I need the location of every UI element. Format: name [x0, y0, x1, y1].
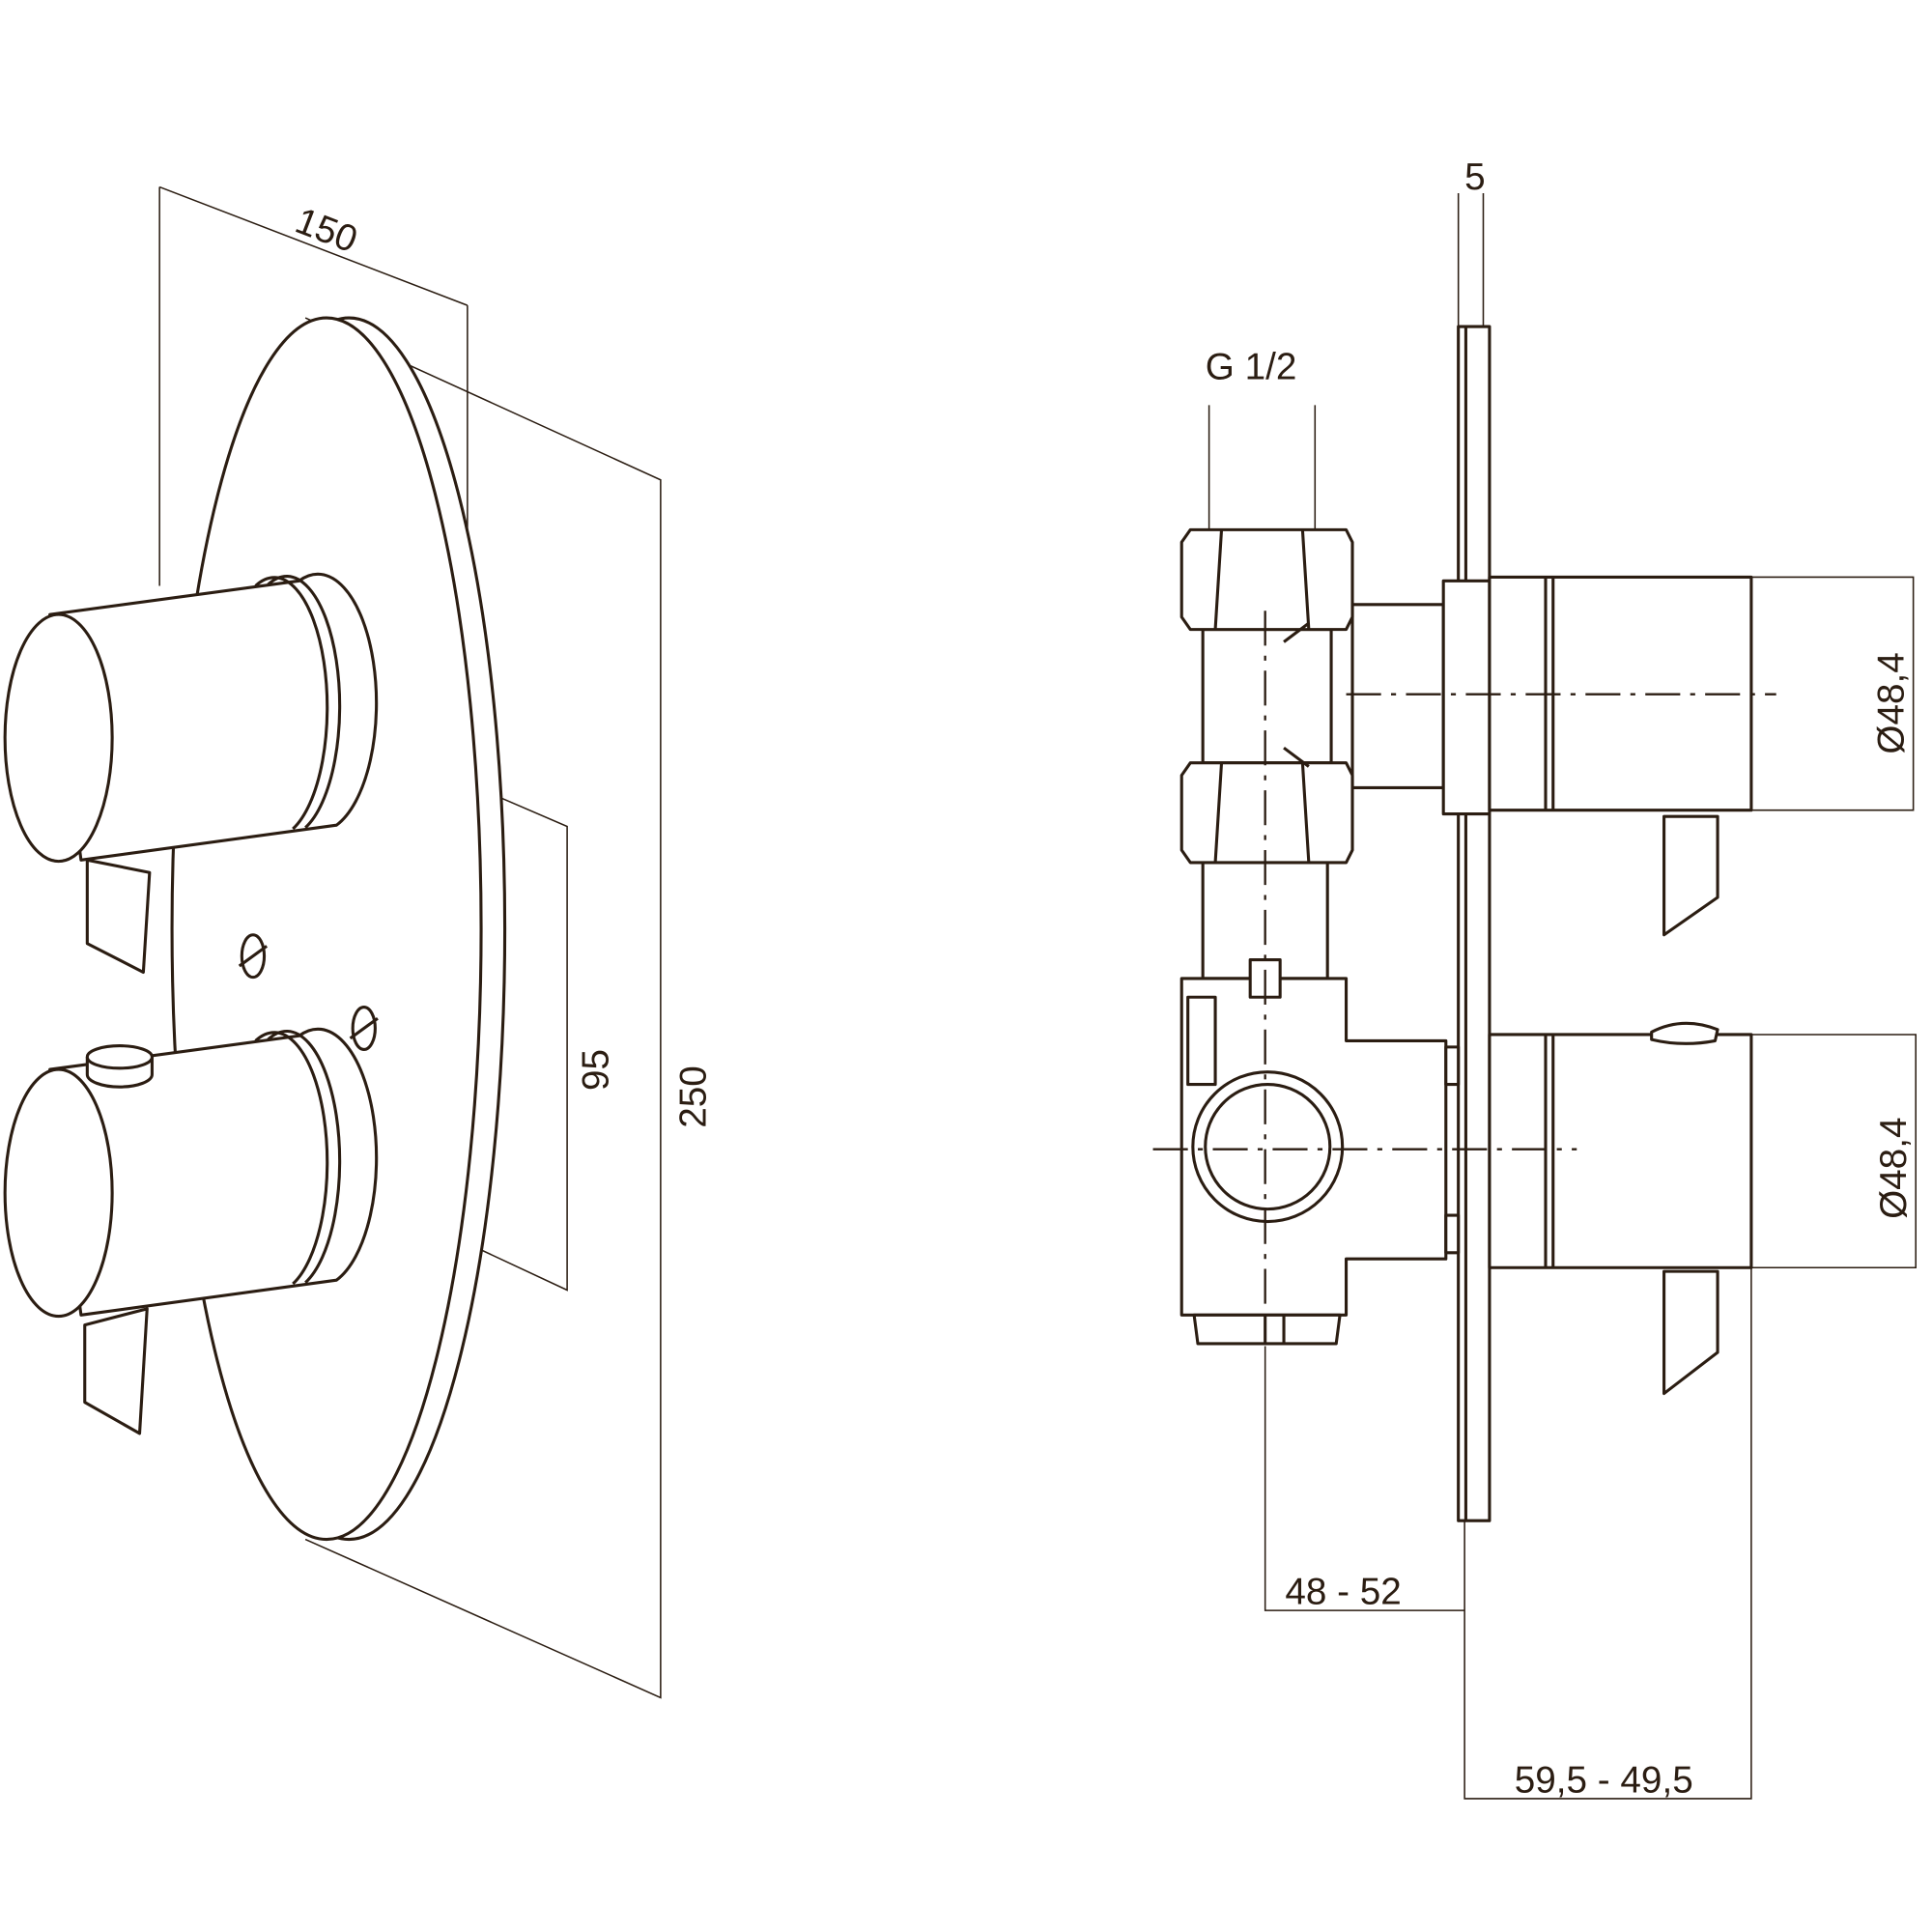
- cover-plate: [1457, 325, 1492, 1522]
- dim-plate-thickness-label: 5: [1464, 156, 1486, 198]
- screw-icon: [238, 933, 269, 980]
- lower-knob-side: [1488, 1021, 1753, 1396]
- dim-connection-label: G 1/2: [1206, 346, 1297, 387]
- dimension-lines-side: [1208, 193, 1917, 1800]
- centerlines: [1152, 611, 1776, 1341]
- dim-width-label: 150: [290, 200, 363, 261]
- screw-icon: [349, 1006, 379, 1051]
- valve-body: [1179, 527, 1461, 1346]
- dim-projection-label: 59,5 - 49,5: [1515, 1759, 1693, 1801]
- dim-wall-depth-label: 48 - 52: [1285, 1572, 1401, 1613]
- dim-knob-diameter-top-label: Ø48,4: [1870, 652, 1912, 753]
- dim-height-label: 250: [672, 1065, 714, 1128]
- lower-knob: [3, 1027, 379, 1435]
- upper-knob: [3, 572, 379, 974]
- indicator-nub: [85, 1044, 154, 1089]
- dim-knob-diameter-bottom-label: Ø48,4: [1873, 1118, 1915, 1219]
- dim-knob-spacing-label: 95: [576, 1049, 617, 1091]
- side-view: 5 G 1/2 Ø48,4 Ø48,4 48 - 52 59,5 - 49,5: [1152, 156, 1917, 1801]
- cover-plate-front: [170, 316, 483, 1542]
- perspective-view: 150 95 250: [3, 185, 714, 1699]
